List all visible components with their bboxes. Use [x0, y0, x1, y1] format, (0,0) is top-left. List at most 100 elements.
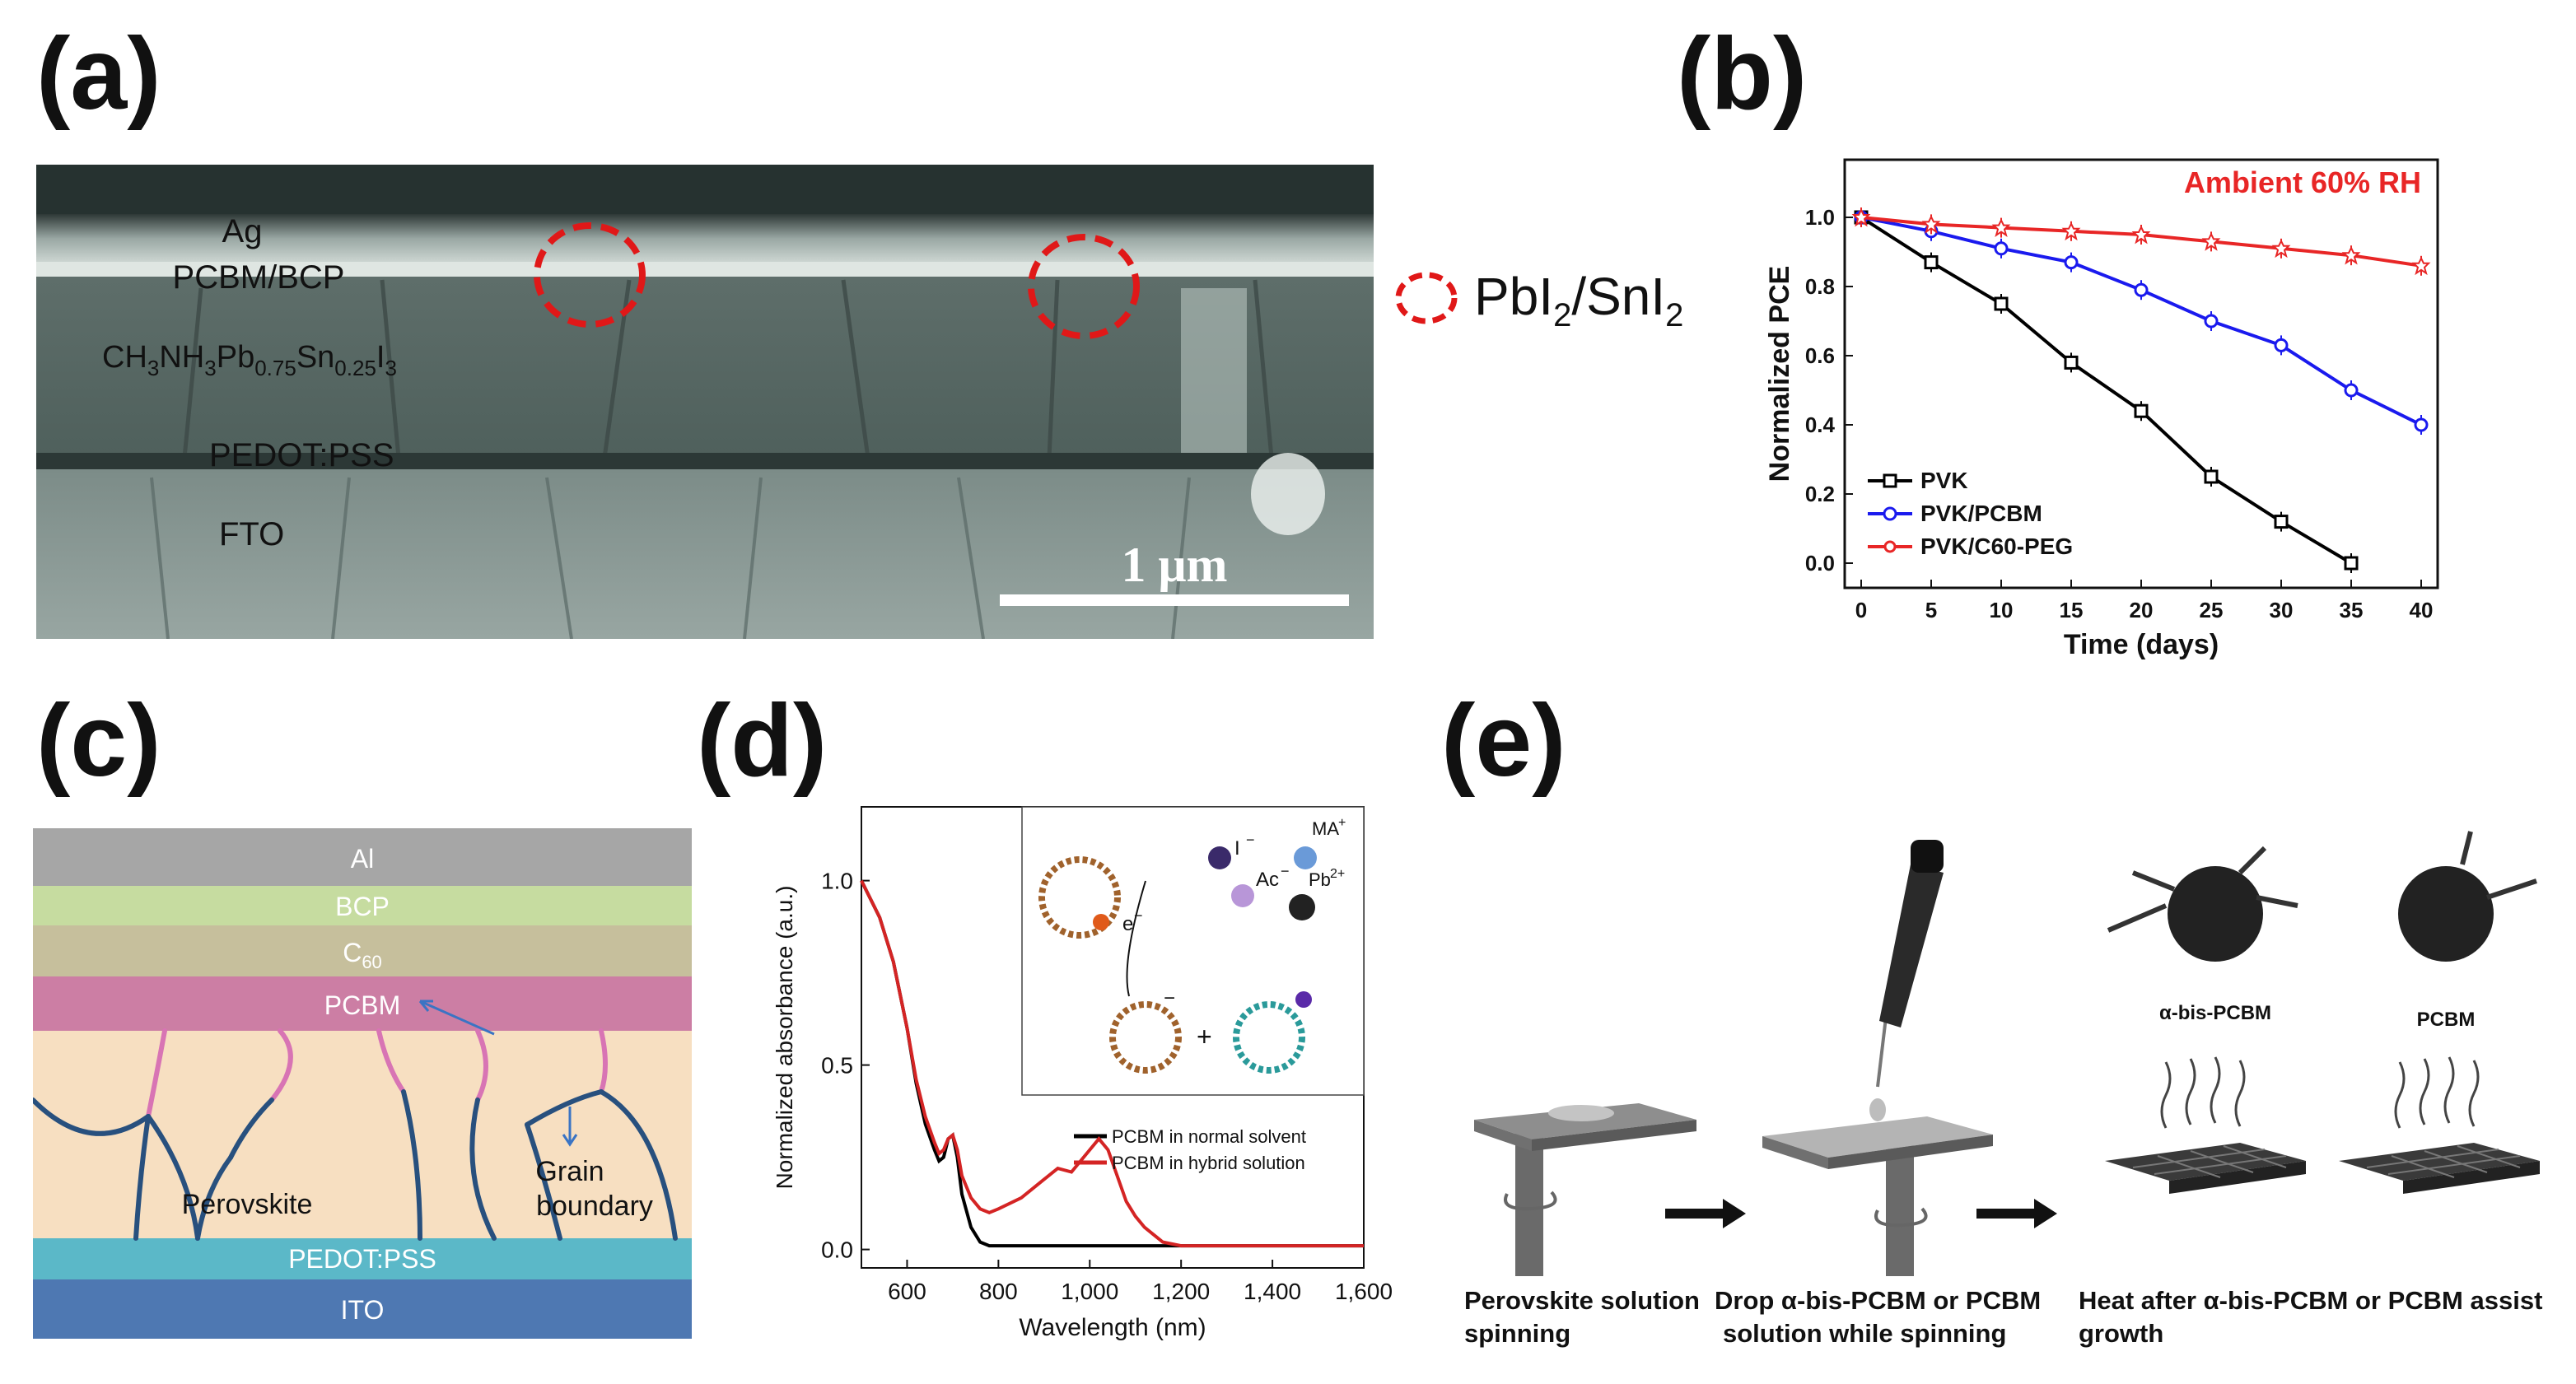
process-arrow-2	[1976, 1199, 2057, 1228]
x-tick-label: 35	[2340, 598, 2364, 622]
legend-label: PVK/PCBM	[1920, 501, 2042, 526]
data-point	[1851, 207, 1871, 227]
y-axis-label: Normalized PCE	[1764, 266, 1795, 482]
inset-label-plus: +	[1197, 1022, 1212, 1051]
data-point	[2131, 225, 2151, 245]
process-arrow-1	[1665, 1199, 1746, 1228]
panel-e-letter: (e)	[1441, 684, 1566, 798]
caption-step-2a: Drop α-bis-PCBM or PCBM	[1715, 1286, 2041, 1315]
x-tick-label: 5	[1925, 598, 1937, 622]
layer-label-pcbm-bcp: PCBM/BCP	[173, 259, 345, 296]
x-tick-label: 40	[2410, 598, 2434, 622]
x-tick-label: 600	[888, 1279, 926, 1304]
spin-coater-1	[1474, 1103, 1696, 1276]
x-axis-label: Time (days)	[2064, 629, 2219, 660]
pcbm-molecule-icon	[2398, 866, 2494, 962]
x-tick-label: 1,000	[1061, 1279, 1118, 1304]
series-line-1	[860, 879, 1364, 1248]
inset-label-pb-sup: 2+	[1330, 867, 1345, 881]
legend-label: PCBM in hybrid solution	[1112, 1153, 1305, 1173]
data-point	[2344, 556, 2359, 571]
y-tick-label: 0.5	[821, 1053, 853, 1079]
inset-label-pb: Pb	[1309, 869, 1331, 890]
x-axis-label: Wavelength (nm)	[1019, 1314, 1206, 1341]
inset-label-e-sup: −	[1134, 907, 1143, 924]
x-tick-label: 1,400	[1244, 1279, 1301, 1304]
inset-label-ma-sup: +	[1338, 816, 1346, 830]
legend-marker	[1883, 506, 1897, 521]
data-point	[2064, 355, 2079, 370]
film-bis-pcbm	[2105, 846, 2306, 1194]
legend-circle-icon	[1395, 272, 1458, 324]
inset-label-ac-sup: −	[1281, 863, 1290, 879]
inset-label-i: I	[1234, 837, 1240, 860]
label-pcbm: PCBM	[2417, 1009, 2476, 1031]
legend-label: PVK	[1920, 468, 1968, 493]
iodide-icon	[1208, 846, 1231, 869]
caption-step-1b: spinning	[1464, 1319, 1570, 1348]
x-tick-label: 800	[979, 1279, 1018, 1304]
x-tick-label: 1,600	[1335, 1279, 1393, 1304]
legend-label: PVK/C60-PEG	[1920, 534, 2073, 559]
data-point	[1994, 296, 2009, 311]
grain-boundaries	[33, 1028, 678, 1241]
data-point	[2344, 383, 2359, 398]
fullerene-complex-icon	[1233, 1001, 1305, 1074]
bis-pcbm-molecule-icon	[2168, 866, 2263, 962]
panel-b-letter: (b)	[1677, 17, 1808, 131]
defect-circle-1	[534, 222, 646, 328]
x-tick-label: 15	[2060, 598, 2084, 622]
layer-pcbm: PCBM	[324, 990, 400, 1020]
legend-label: PbI2/SnI2	[1474, 267, 1683, 333]
panel-c-letter: (c)	[36, 684, 161, 798]
caption-step-1a: Perovskite solution	[1464, 1286, 1700, 1315]
data-point	[2274, 338, 2289, 352]
iodide-bound-icon	[1295, 991, 1312, 1008]
layer-label-fto: FTO	[219, 516, 284, 552]
layer-bcp: BCP	[335, 892, 390, 921]
fabrication-process-diagram: α-bis-PCBM PCBM Perovskite solution spin…	[1464, 831, 2542, 1348]
layer-label-perovskite: CH3NH3Pb0.75Sn0.25I3	[102, 340, 397, 380]
x-tick-label: 30	[2270, 598, 2294, 622]
defect-legend: PbI2/SnI2	[1395, 267, 1683, 333]
y-tick-label: 0.0	[1805, 551, 1835, 576]
y-tick-label: 0.0	[821, 1237, 853, 1263]
absorbance-chart: 600 800 1,000 1,200 1,400 1,600 0.0 0.5 1.0Wavel…	[772, 806, 1393, 1341]
scale-bar-label: 1 μm	[1122, 538, 1228, 592]
caption-step-2b: solution while spinning	[1723, 1319, 2006, 1348]
y-tick-label: 0.4	[1805, 412, 1836, 437]
data-point	[2134, 403, 2149, 418]
data-point	[2411, 256, 2431, 276]
defect-circle-2	[1028, 234, 1140, 339]
perovskite-label: Perovskite	[182, 1189, 313, 1220]
inset-label-i-sup: −	[1246, 832, 1255, 848]
inset-label-minus: −	[1164, 987, 1175, 1009]
y-axis-label: Normalized absorbance (a.u.)	[772, 886, 797, 1190]
electron-icon	[1093, 914, 1109, 930]
panel-a-letter: (a)	[36, 17, 161, 131]
data-point	[2341, 245, 2361, 265]
x-tick-label: 1,200	[1152, 1279, 1210, 1304]
data-point	[2134, 282, 2149, 297]
data-point	[2204, 469, 2219, 484]
layer-c60: C60	[343, 938, 382, 972]
ma-icon	[1294, 846, 1317, 869]
y-tick-label: 1.0	[821, 869, 853, 894]
series-line-pvk-pcbm	[1860, 216, 2422, 426]
data-point	[2274, 515, 2289, 529]
legend-marker	[1883, 473, 1897, 488]
fullerene-icon	[1038, 856, 1121, 939]
grain-label-2: boundary	[536, 1191, 653, 1222]
pb-icon	[1289, 894, 1315, 920]
legend-marker	[1883, 540, 1897, 553]
fullerene-anion-icon	[1109, 1001, 1182, 1074]
data-point	[1994, 241, 2009, 256]
caption-step-3b: growth	[2079, 1319, 2163, 1348]
y-tick-label: 0.8	[1805, 274, 1835, 299]
caption-step-3a: Heat after α-bis-PCBM or PCBM assist	[2079, 1286, 2542, 1315]
x-tick-label: 25	[2200, 598, 2224, 622]
series-line-pvk	[1860, 216, 2353, 565]
label-bis-pcbm: α-bis-PCBM	[2159, 1002, 2271, 1024]
inset-label-ma: MA	[1312, 818, 1339, 839]
